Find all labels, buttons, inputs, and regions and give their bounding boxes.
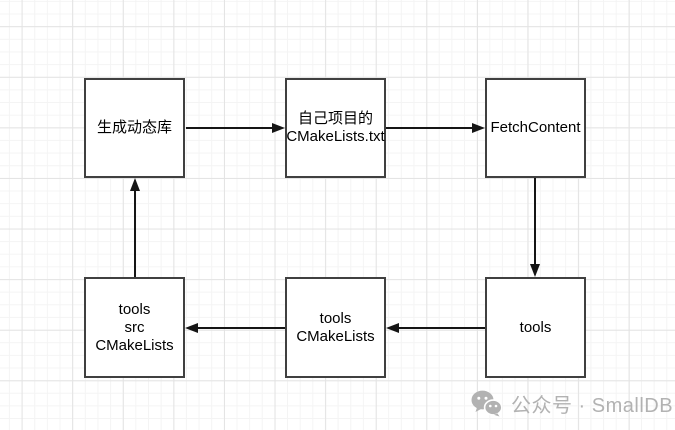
edge-line	[386, 127, 472, 129]
node-own-project-cmakelists: 自己项目的 CMakeLists.txt	[285, 78, 386, 178]
node-label: tools	[519, 318, 552, 336]
node-label-line: tools	[118, 300, 151, 318]
node-label-line: CMakeLists	[95, 336, 174, 354]
watermark-text: 公众号 · SmallDB	[511, 395, 674, 417]
node-label-line: CMakeLists.txt	[286, 128, 385, 145]
arrowhead-down-icon	[529, 264, 540, 277]
node-label-line: src	[124, 318, 145, 336]
edge-line	[186, 127, 272, 129]
arrowhead-right-icon	[272, 122, 285, 133]
node-label-line: 自己项目的	[297, 110, 373, 127]
node-tools: tools	[485, 277, 586, 378]
node-label: 生成动态库	[96, 119, 172, 136]
arrowhead-left-icon	[185, 322, 198, 333]
arrowhead-left-icon	[386, 322, 399, 333]
wechat-icon	[471, 390, 502, 417]
edge-line	[399, 327, 485, 329]
node-tools-src-cmakelists: tools src CMakeLists	[84, 277, 185, 378]
node-tools-cmakelists: tools CMakeLists	[285, 277, 386, 378]
edge-line	[534, 178, 536, 264]
node-generate-dynamic-lib: 生成动态库	[84, 78, 185, 178]
arrowhead-right-icon	[472, 122, 485, 133]
arrowhead-up-icon	[129, 178, 140, 191]
watermark: 公众号 · SmallDB	[471, 389, 673, 418]
edge-line	[134, 191, 136, 277]
node-label-line: tools	[319, 309, 352, 327]
edge-line	[198, 327, 285, 329]
node-fetchcontent: FetchContent	[485, 78, 586, 178]
node-label: FetchContent	[490, 119, 581, 136]
node-label-line: CMakeLists	[296, 327, 375, 345]
